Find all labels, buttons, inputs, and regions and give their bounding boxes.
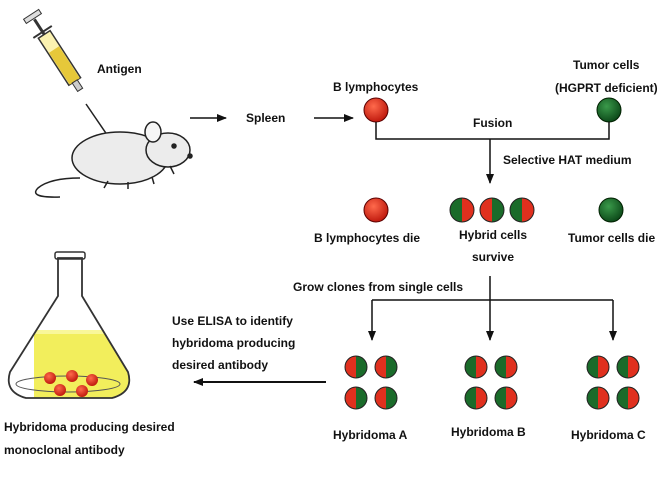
flask-icon xyxy=(7,251,131,399)
elisa-label-line3: desired antibody xyxy=(172,358,269,372)
tumor-cell xyxy=(596,97,622,123)
spleen-label: Spleen xyxy=(246,111,286,125)
fusion-label: Fusion xyxy=(473,116,513,130)
elisa-label-line1: Use ELISA to identify xyxy=(172,314,293,328)
b-cell-dying xyxy=(363,197,389,223)
flask-label-line2: monoclonal antibody xyxy=(4,443,125,457)
hybridoma-a-cells xyxy=(344,355,398,410)
tumor-cells-die-label: Tumor cells die xyxy=(568,231,656,245)
hybrid-cells-label: Hybrid cells xyxy=(458,228,528,242)
elisa-label-line2: hybridoma producing xyxy=(172,336,296,350)
hybridoma-a-label: Hybridoma A xyxy=(333,428,408,442)
hybridoma-b-label: Hybridoma B xyxy=(451,425,526,439)
hybridoma-c-label: Hybridoma C xyxy=(571,428,646,442)
grow-clones-label: Grow clones from single cells xyxy=(293,280,464,294)
b-lymphocytes-label: B lymphocytes xyxy=(333,80,419,94)
antigen-label: Antigen xyxy=(97,62,142,76)
tumor-cells-label: Tumor cells xyxy=(573,58,640,72)
hybridoma-c-cells xyxy=(586,355,640,410)
mouse-icon xyxy=(34,121,193,198)
hybridoma-b-cells xyxy=(464,355,518,410)
syringe-icon xyxy=(22,8,113,143)
b-lymphocytes-die-label: B lymphocytes die xyxy=(314,231,421,245)
selective-hat-label: Selective HAT medium xyxy=(503,153,632,167)
hybrid-cells xyxy=(449,197,535,223)
tumor-cell-dying xyxy=(598,197,624,223)
b-lymphocyte-cell xyxy=(363,97,389,123)
hgprt-deficient-label: (HGPRT deficient) xyxy=(555,81,658,95)
flask-label-line1: Hybridoma producing desired xyxy=(4,420,175,434)
survive-label: survive xyxy=(471,250,515,264)
